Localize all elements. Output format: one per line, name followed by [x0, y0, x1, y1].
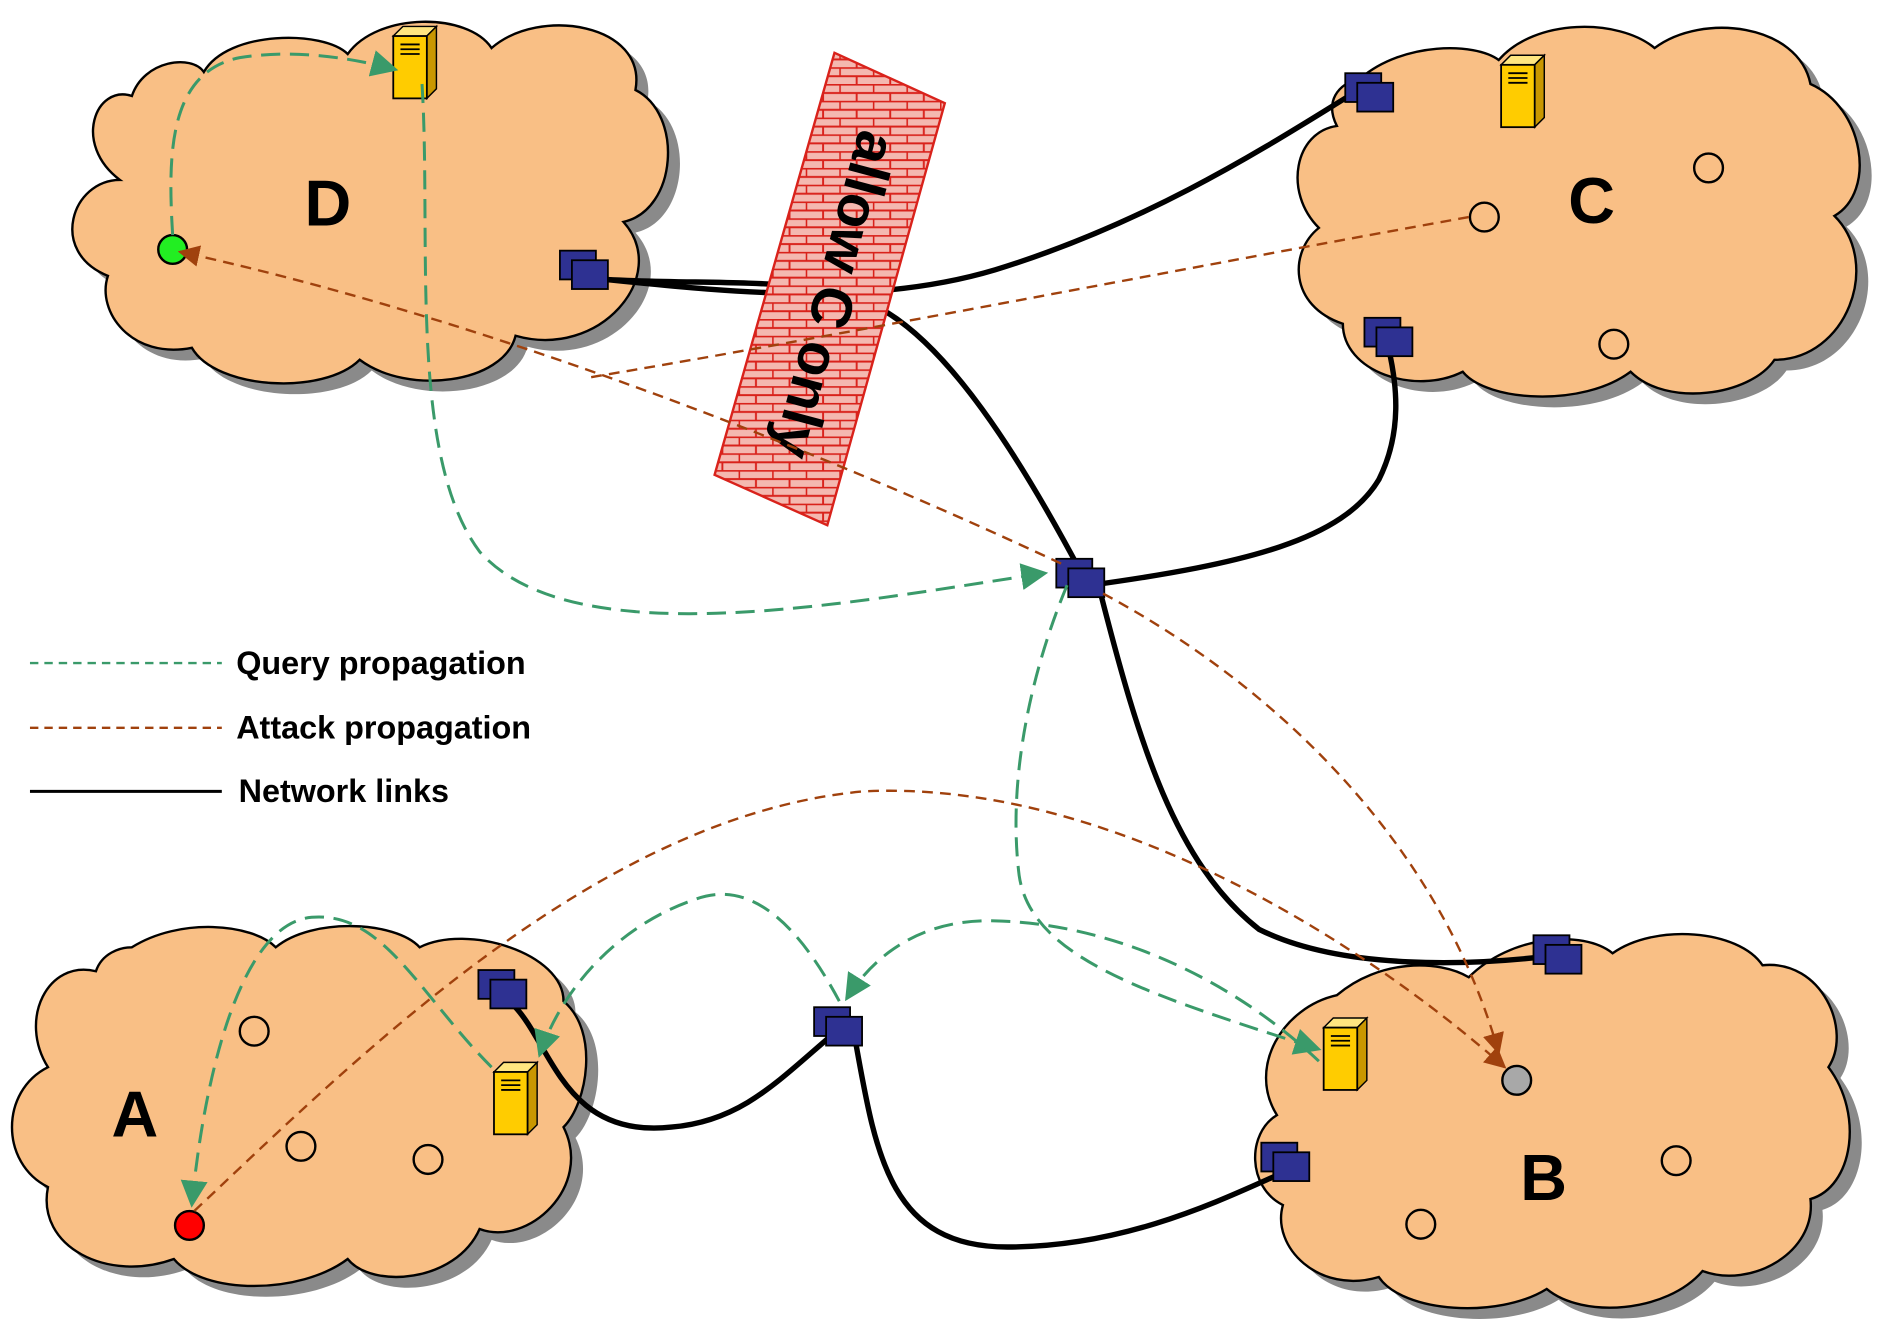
cloud-c-label: C [1568, 164, 1615, 237]
host-icon [1692, 152, 1725, 184]
attack-core-b [1102, 592, 1504, 1055]
cloud-a-label: A [112, 1078, 159, 1151]
cloud-c [1296, 25, 1872, 408]
link-core-c [1090, 347, 1399, 588]
host-icon [238, 1015, 270, 1047]
cloud-d-label: D [305, 166, 352, 239]
cloud-b [1253, 932, 1862, 1319]
query-paths [169, 50, 1322, 1208]
legend-attack-label: Attack propagation [236, 710, 531, 746]
legend-query-label: Query propagation [236, 645, 525, 681]
server-icon [1322, 1017, 1368, 1091]
link-core-b [1098, 592, 1554, 966]
host-icon [1660, 1145, 1692, 1177]
cloud-d [71, 20, 680, 395]
attack-c-d [587, 215, 1469, 379]
query-server-core [420, 83, 1049, 616]
router-icon [813, 1006, 863, 1047]
attack-core-d [177, 245, 1062, 565]
link-d-c [605, 93, 1351, 297]
host-infected-icon [173, 1209, 206, 1242]
server-icon [493, 1061, 539, 1136]
host-icon [1405, 1208, 1437, 1240]
cloud-a [10, 924, 599, 1297]
query-b-mid [845, 919, 1320, 1063]
host-icon [412, 1143, 444, 1176]
query-d-server [169, 50, 399, 236]
server-icon [392, 25, 438, 100]
attack-a-b [193, 789, 1507, 1212]
hosts [157, 152, 1725, 1242]
host-green-icon [157, 233, 189, 266]
query-mid-a [534, 892, 841, 1058]
host-icon [1598, 328, 1630, 360]
legend-links-label: Network links [239, 773, 449, 809]
host-target-icon [1501, 1064, 1533, 1096]
query-core-b [1014, 584, 1322, 1055]
query-a-host [180, 915, 493, 1208]
host-icon [285, 1130, 317, 1162]
cloud-b-label: B [1520, 1141, 1567, 1214]
legend: Query propagation Attack propagation Net… [29, 645, 531, 809]
link-mid-b [851, 1030, 1284, 1250]
server-icon [1500, 54, 1546, 129]
host-icon [1468, 201, 1500, 233]
attack-paths [177, 215, 1507, 1212]
